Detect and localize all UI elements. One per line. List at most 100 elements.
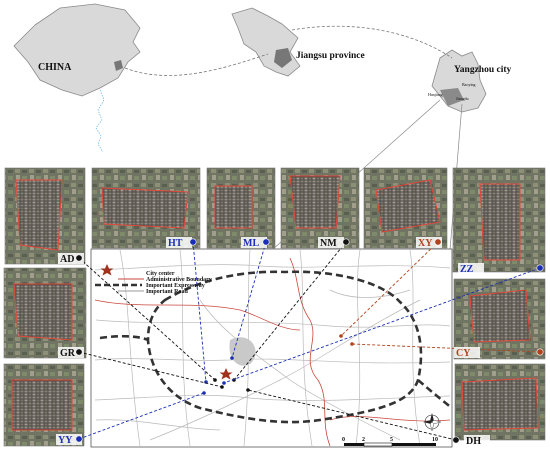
- scale-tick: 0: [342, 437, 345, 443]
- site-link-dh: [247, 389, 457, 441]
- site-label-dh: DH: [466, 436, 481, 447]
- city-center-star-icon: [100, 264, 114, 276]
- neighbourhood-boundary: [479, 183, 521, 261]
- site-label-bg: [454, 347, 480, 358]
- site-marker-nm: [342, 238, 350, 246]
- yangzhou-highlight: [274, 48, 292, 68]
- road-line: [299, 249, 313, 447]
- south-china-sea-islands: [95, 89, 105, 153]
- connector-china-jiangsu: [124, 53, 269, 76]
- site-marker-ht: [189, 238, 197, 246]
- site-label-yy: YY: [58, 435, 73, 446]
- scale-tick: 10: [432, 437, 438, 443]
- main-map: City center Administrative Boundary Impo…: [90, 248, 453, 448]
- road-line: [94, 264, 451, 271]
- site-point-nm: [232, 378, 236, 382]
- admin-boundary: [289, 257, 331, 447]
- site-label-ht: HT: [168, 238, 183, 249]
- map-legend: City center Administrative Boundary Impo…: [95, 264, 212, 295]
- legend-label: City center: [146, 271, 175, 277]
- site-marker-gr: [75, 348, 83, 356]
- site-label-xy: XY: [418, 238, 433, 249]
- jiangsu-highlight: [114, 60, 123, 71]
- urban-area-highlight: [440, 88, 464, 106]
- site-link-xy: [340, 241, 439, 337]
- main-map-frame: [90, 248, 453, 448]
- site-label-bg: [58, 347, 84, 358]
- site-label-ml: ML: [243, 238, 259, 249]
- road-line: [409, 249, 421, 447]
- site-label-bg: [56, 434, 82, 445]
- road-line: [149, 299, 421, 441]
- site-point-yy: [202, 391, 206, 395]
- site-label-bg: [458, 263, 484, 274]
- site-marker-ad: [75, 254, 83, 262]
- site-marker-cy: [536, 348, 544, 356]
- neighbourhood-boundary: [289, 175, 341, 229]
- road-line: [199, 299, 401, 441]
- site-labels: AD HT ML NM XY ZZ GR CY YY DH: [56, 237, 544, 447]
- admin-boundary: [94, 299, 301, 331]
- site-link-ad: [78, 257, 216, 381]
- site-label-gr: GR: [60, 348, 76, 359]
- overview-jiangsu-map: Jiangsu province: [231, 7, 365, 77]
- aerial-tiles: [3, 167, 546, 447]
- site-link-cy: [351, 343, 541, 353]
- district-label: Hanjiang: [428, 92, 443, 97]
- china-label: CHINA: [38, 62, 72, 73]
- site-link-gr: [78, 351, 223, 388]
- expressway-spur: [99, 334, 149, 342]
- site-label-bg: [166, 237, 192, 248]
- neighbourhood-boundary: [15, 179, 63, 251]
- site-label-bg: [464, 435, 490, 446]
- site-point-dh: [246, 388, 250, 392]
- legend-label: Important Expressway: [146, 283, 205, 289]
- site-label-bg: [318, 237, 344, 248]
- site-label-bg: [416, 237, 442, 248]
- site-point-gr: [220, 385, 224, 389]
- legend-label: Important Road: [146, 289, 188, 295]
- neighbourhood-boundary: [214, 185, 253, 229]
- site-link-ht: [192, 241, 207, 383]
- road-line: [95, 419, 221, 431]
- expressway-ring: [146, 270, 423, 424]
- scale-tick: 2: [362, 437, 365, 443]
- site-link-yy: [78, 392, 205, 440]
- district-label: Baoying: [462, 82, 476, 87]
- site-link-ml: [231, 241, 267, 359]
- site-label-zz: ZZ: [460, 264, 474, 275]
- road-line: [119, 249, 141, 447]
- road-line: [243, 249, 251, 447]
- jiangsu-label: Jiangsu province: [296, 51, 365, 61]
- site-marker-ml: [262, 238, 270, 246]
- road-line: [179, 249, 191, 447]
- site-marker-xy: [434, 238, 442, 246]
- neighbourhood-boundary: [375, 179, 441, 233]
- road-line: [355, 249, 361, 447]
- neighbourhood-boundary: [101, 187, 189, 229]
- city-center-star-icon: [219, 368, 233, 380]
- overview-yangzhou-map: Yangzhou city Baoying Hanjiang Jiangdu: [428, 49, 512, 113]
- neighbourhood-boundary: [461, 377, 539, 431]
- legend-label: Administrative Boundary: [146, 277, 212, 283]
- site-link-zz: [223, 267, 541, 384]
- road-line: [94, 395, 451, 401]
- expressway-spur: [417, 379, 453, 410]
- site-label-cy: CY: [456, 348, 471, 359]
- site-point-xy: [339, 334, 343, 338]
- yangzhou-label: Yangzhou city: [454, 65, 512, 75]
- site-point-cy: [350, 342, 354, 346]
- site-marker-dh: [452, 436, 460, 444]
- overview-china-map: CHINA: [13, 3, 141, 153]
- site-label-bg: [241, 237, 267, 248]
- compass-rose-icon: [423, 413, 442, 432]
- site-point-ad: [213, 378, 217, 382]
- district-label: Jiangdu: [456, 96, 468, 101]
- site-label-ad: AD: [60, 254, 74, 265]
- road-line: [329, 289, 411, 298]
- site-links: [78, 241, 541, 441]
- site-label-nm: NM: [320, 238, 337, 249]
- site-point-ml: [230, 356, 234, 360]
- connector-jiangsu-yangzhou: [291, 25, 453, 59]
